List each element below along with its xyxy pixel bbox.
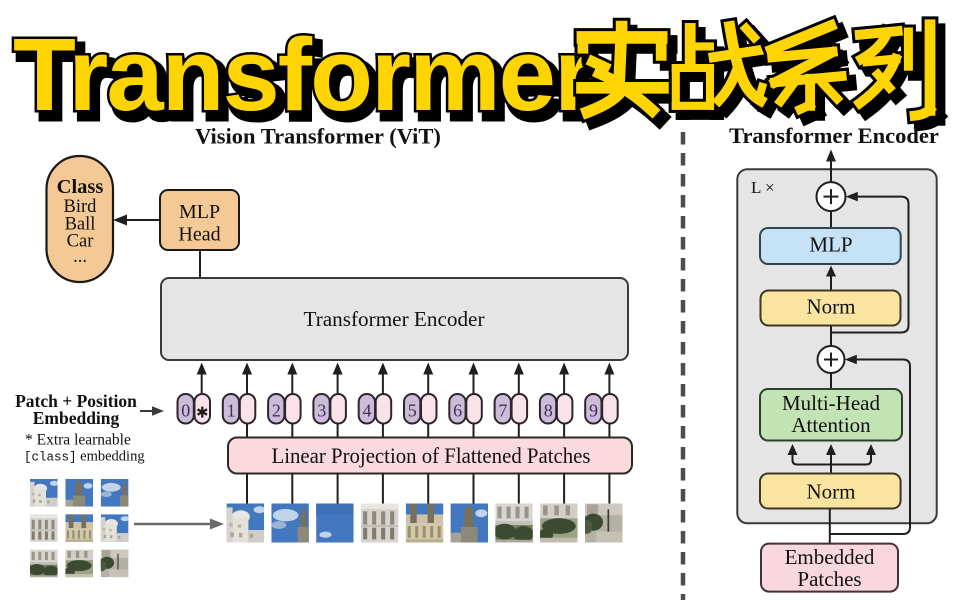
svg-text:Ball: Ball [65, 215, 96, 235]
svg-text:Class: Class [57, 176, 104, 198]
svg-text:4: 4 [363, 401, 372, 421]
svg-text:0: 0 [181, 401, 190, 421]
svg-text:...: ... [73, 247, 87, 267]
svg-text:Head: Head [178, 224, 220, 246]
svg-text:L ×: L × [751, 178, 775, 197]
svg-text:Transformer Encoder: Transformer Encoder [304, 307, 485, 331]
svg-text:1: 1 [227, 401, 236, 421]
svg-text:MLP: MLP [179, 201, 220, 223]
svg-text:[class] embedding: [class] embedding [24, 449, 145, 465]
svg-text:Car: Car [67, 232, 94, 252]
svg-text:Transformer: Transformer [19, 24, 599, 139]
svg-text:Norm: Norm [807, 295, 856, 319]
svg-text:Patch + Position: Patch + Position [15, 391, 137, 411]
svg-text:Transformer: Transformer [13, 17, 593, 132]
svg-text:7: 7 [498, 401, 507, 421]
svg-text:Vision Transformer (ViT): Vision Transformer (ViT) [195, 124, 441, 149]
svg-text:5: 5 [408, 401, 417, 421]
svg-text:Embedding: Embedding [33, 408, 120, 428]
svg-text:9: 9 [589, 401, 598, 421]
svg-text:Patches: Patches [797, 567, 861, 591]
svg-text:3: 3 [317, 401, 326, 421]
svg-text:Transformer Encoder: Transformer Encoder [729, 123, 939, 148]
svg-text:* Extra learnable: * Extra learnable [25, 432, 131, 449]
svg-text:6: 6 [453, 401, 462, 421]
svg-text:Multi-Head: Multi-Head [782, 391, 880, 415]
svg-text:2: 2 [272, 401, 281, 421]
svg-text:Norm: Norm [807, 480, 856, 504]
svg-text:8: 8 [544, 401, 553, 421]
svg-text:Embedded: Embedded [785, 545, 875, 569]
svg-text:Linear Projection of Flattened: Linear Projection of Flattened Patches [272, 443, 591, 468]
svg-text:Attention: Attention [791, 413, 871, 437]
svg-text:MLP: MLP [809, 233, 852, 257]
svg-text:Bird: Bird [64, 197, 98, 217]
svg-text:✱: ✱ [196, 406, 209, 422]
